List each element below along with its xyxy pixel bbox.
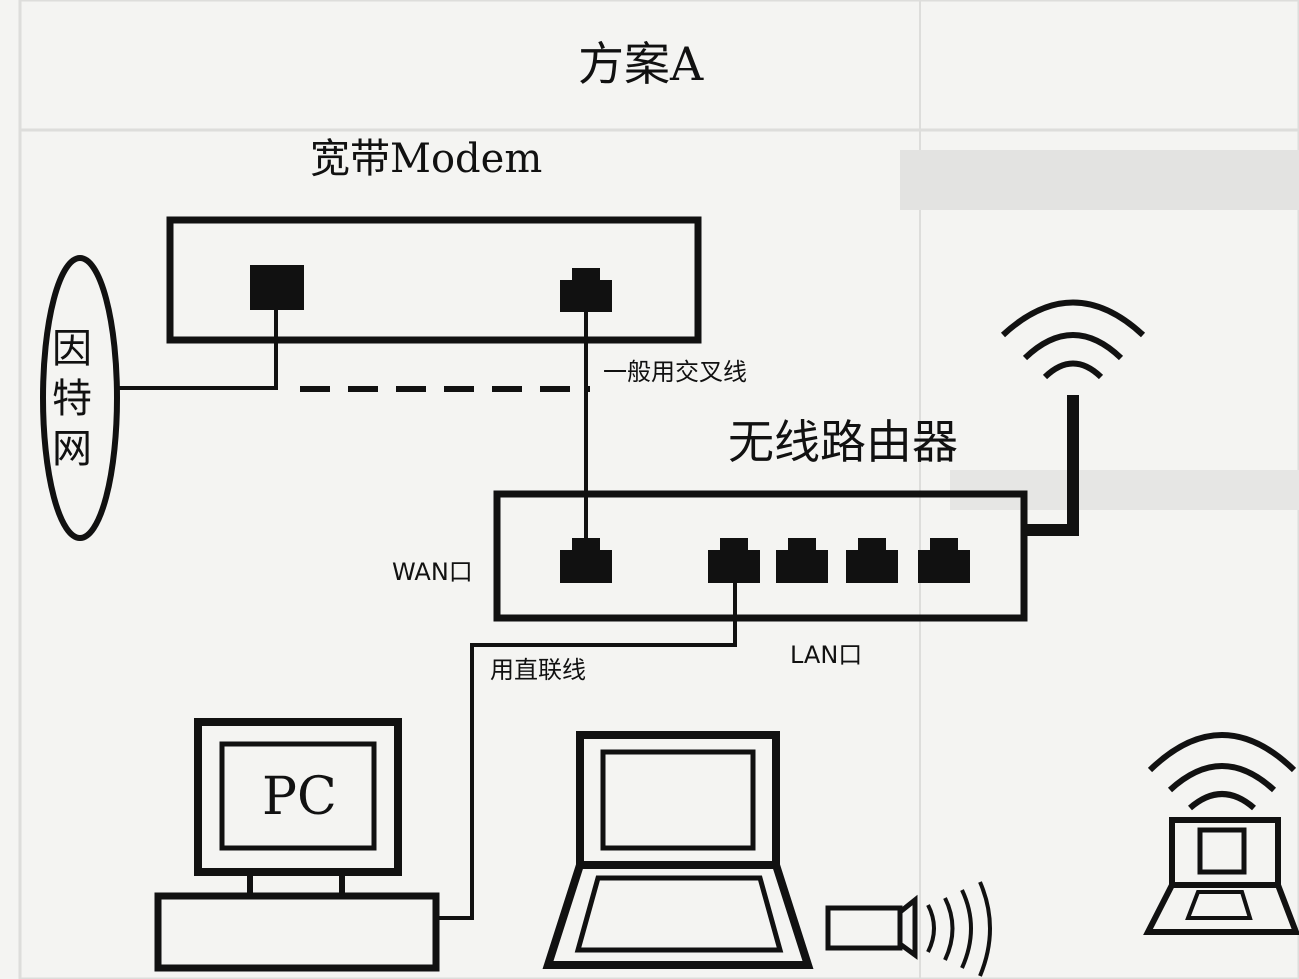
internet-label-char-3: 网 — [52, 426, 92, 472]
modem-label: 宽带Modem — [310, 136, 542, 182]
wireless-laptop-base — [1143, 882, 1299, 935]
lan-port-4 — [918, 538, 970, 583]
laptop-base — [542, 861, 814, 969]
router-label: 无线路由器 — [728, 415, 958, 469]
lan-port-2 — [776, 538, 828, 583]
router-box — [493, 490, 1028, 622]
background-texture — [18, 0, 1299, 979]
wireless-laptop-wifi-icon — [1147, 732, 1297, 811]
router-lan-ports — [708, 538, 970, 583]
laptop-screen — [600, 749, 756, 851]
internet-label-char-1: 因 — [52, 326, 92, 372]
internet-to-modem-line — [117, 310, 278, 390]
crossover-label: 一般用交叉线 — [603, 358, 747, 386]
wireless-laptop-keyboard — [1185, 890, 1253, 920]
router-antenna — [1024, 395, 1079, 536]
wireless-laptop-screen — [1197, 827, 1247, 875]
modem-box — [166, 216, 702, 344]
internet-cloud — [40, 255, 120, 541]
adapter-antenna — [897, 894, 918, 960]
laptop-keyboard — [574, 875, 784, 953]
wireless-laptop — [1143, 732, 1299, 935]
modem-dsl-port — [250, 265, 304, 310]
pc-screen — [219, 741, 377, 851]
adapter-signal-icon — [926, 881, 992, 977]
router-wan-port — [560, 538, 612, 583]
wan-label: WAN口 — [392, 558, 473, 586]
straight-cable-label: 用直联线 — [490, 656, 586, 684]
pc-computer — [154, 718, 440, 972]
adapter-body — [825, 905, 903, 951]
straight-cable — [436, 583, 737, 920]
diagram-title: 方案A — [578, 37, 704, 91]
router-wifi-icon — [1000, 299, 1146, 380]
laptop — [542, 731, 814, 969]
pc-label: PC — [262, 767, 337, 827]
pc-base — [154, 892, 440, 972]
lan-label: LAN口 — [790, 641, 862, 669]
wireless-adapter — [825, 881, 992, 977]
lan-port-3 — [846, 538, 898, 583]
lan-port-1 — [708, 538, 760, 583]
internet-label-char-2: 特 — [52, 376, 92, 422]
modem-ethernet-port — [560, 268, 612, 312]
